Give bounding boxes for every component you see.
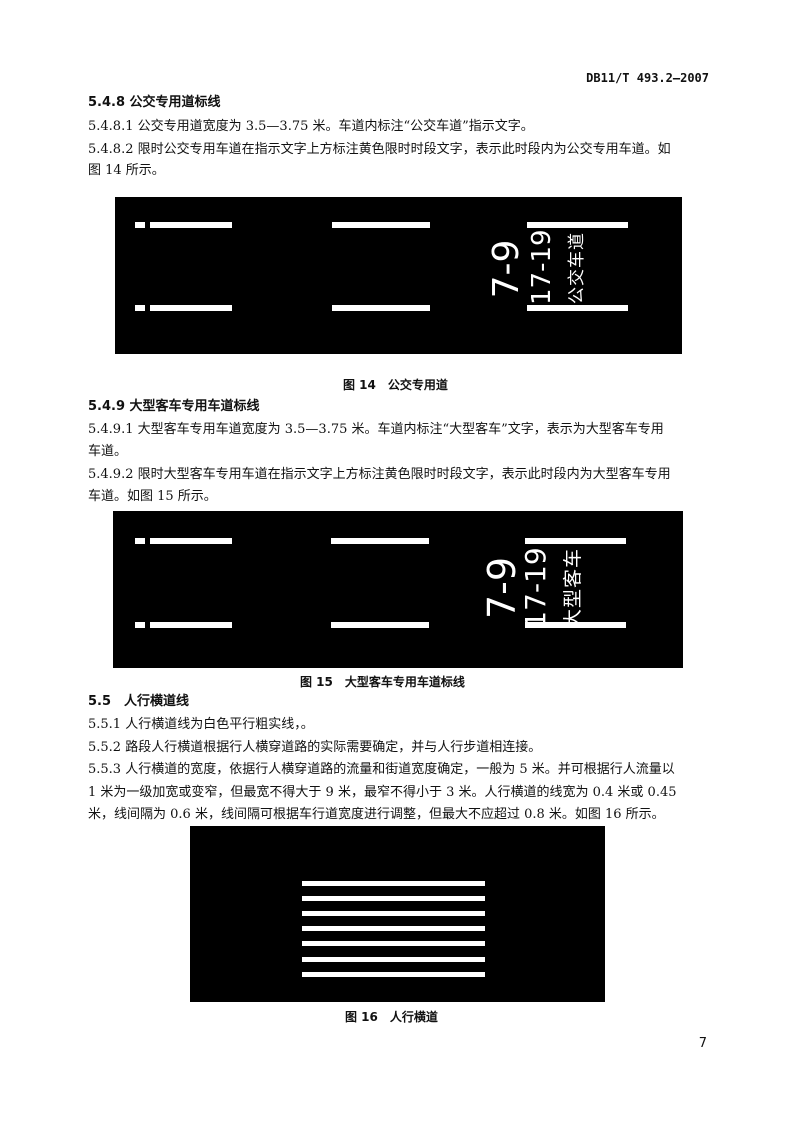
page-number: 7 (698, 1036, 707, 1051)
lane-text: 大型客车 (562, 548, 584, 629)
lane-line (135, 305, 145, 311)
paragraph: 5.5.1 人行横道线为白色平行粗实线，。 (88, 717, 314, 732)
paragraph: 5.5.3 人行横道的宽度，依据行人横穿道路的流量和街道宽度确定，一般为 5 米… (88, 762, 675, 777)
lane-line (525, 538, 626, 544)
crosswalk-stripe (302, 972, 485, 977)
figure-caption: 图 15 大型客车专用车道标线 (300, 675, 465, 689)
crosswalk-stripe (302, 896, 485, 901)
crosswalk-stripe (302, 941, 485, 946)
paragraph: 5.4.9.2 限时大型客车专用车道在指示文字上方标注黄色限时时段文字，表示此时… (88, 467, 671, 482)
crosswalk-stripe (302, 957, 485, 962)
paragraph: 5.4.8.1 公交专用道宽度为 3.5—3.75 米。车道内标注“公交车道”指… (88, 119, 534, 134)
section-heading: 5.4.8 公交专用道标线 (88, 95, 221, 110)
paragraph: 1 米为一级加宽或变窄，但最宽不得大于 9 米，最窄不得小于 3 米。人行横道的… (88, 785, 677, 800)
time-window-1: 7-9 (480, 556, 524, 620)
crosswalk-stripe (302, 911, 485, 916)
time-window-2: 17-19 (527, 229, 557, 305)
paragraph: 米，线间隔为 0.6 米，线间隔可根据车行道宽度进行调整，但最大不应超过 0.8… (88, 807, 665, 822)
lane-line (331, 538, 429, 544)
lane-line (527, 222, 628, 228)
figure-15-coach-lane: 7-9 17-19 大型客车 (113, 511, 683, 668)
section-heading: 5.5 人行横道线 (88, 694, 190, 709)
standard-number: DB11/T 493.2—2007 (586, 71, 709, 85)
lane-line (331, 622, 429, 628)
lane-text: 公交车道 (567, 232, 587, 304)
lane-line (150, 305, 232, 311)
lane-line (150, 222, 232, 228)
time-window-2: 17-19 (519, 547, 552, 629)
crosswalk-stripe (302, 881, 485, 886)
lane-line (135, 222, 145, 228)
paragraph: 5.4.9.1 大型客车专用车道宽度为 3.5—3.75 米。车道内标注“大型客… (88, 422, 664, 437)
section-heading: 5.4.9 大型客车专用车道标线 (88, 399, 260, 414)
figure-caption: 图 16 人行横道 (345, 1010, 438, 1024)
paragraph: 图 14 所示。 (88, 163, 165, 178)
lane-line (135, 538, 145, 544)
lane-line (332, 222, 430, 228)
figure-14-bus-lane: 7-9 17-19 公交车道 (115, 197, 682, 354)
paragraph: 5.4.8.2 限时公交专用车道在指示文字上方标注黄色限时时段文字，表示此时段内… (88, 142, 671, 157)
lane-line (525, 622, 626, 628)
lane-line (150, 622, 232, 628)
paragraph: 5.5.2 路段人行横道根据行人横穿道路的实际需要确定，并与人行步道相连接。 (88, 740, 542, 755)
lane-line (150, 538, 232, 544)
figure-16-crosswalk (190, 826, 605, 1002)
lane-line (332, 305, 430, 311)
paragraph: 车道。 (88, 444, 128, 459)
lane-line (135, 622, 145, 628)
time-window-1: 7-9 (486, 239, 527, 299)
paragraph: 车道。如图 15 所示。 (88, 489, 217, 504)
crosswalk-stripe (302, 926, 485, 931)
figure-caption: 图 14 公交专用道 (343, 378, 448, 392)
lane-line (527, 305, 628, 311)
